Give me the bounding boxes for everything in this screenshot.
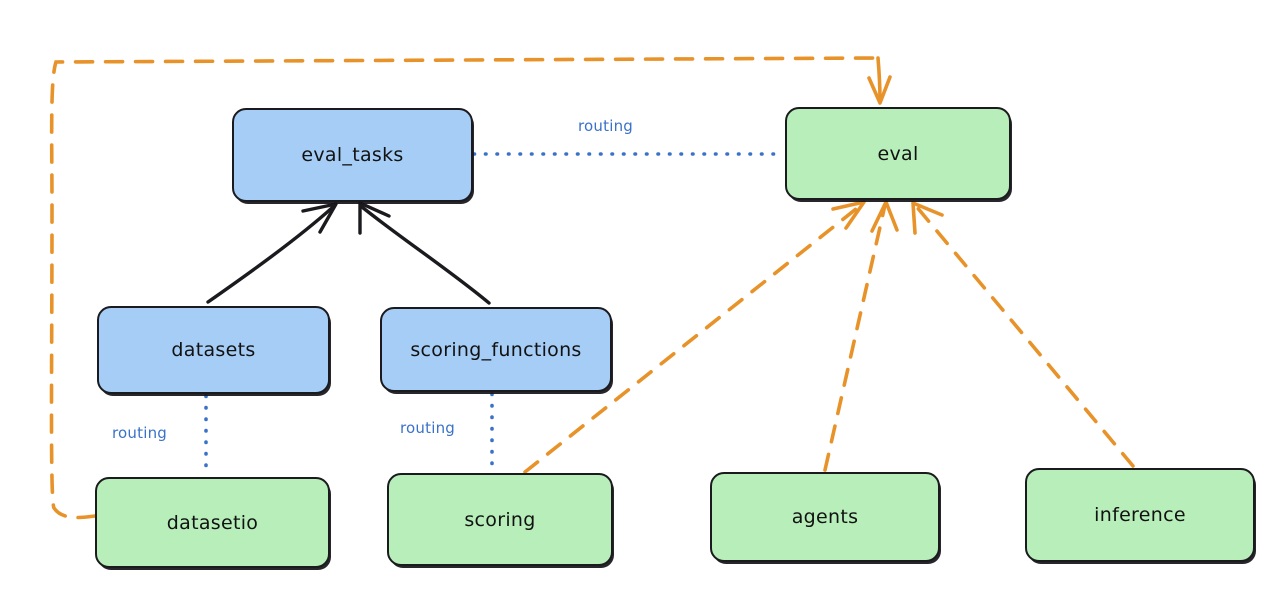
edge-datasetio-to-eval xyxy=(49,56,892,520)
node-eval-tasks[interactable]: eval_tasks xyxy=(232,108,473,202)
node-label-eval-tasks: eval_tasks xyxy=(301,144,404,166)
edge-inference-to-eval xyxy=(911,201,1135,468)
edge-label-routing-scoring-functions-scoring: routing xyxy=(400,419,455,437)
edge-agents-to-eval xyxy=(823,200,899,472)
edge-label-routing-datasets-datasetio: routing xyxy=(112,424,167,442)
edge-label-routing-eval-tasks-eval: routing xyxy=(578,117,633,135)
node-label-datasetio: datasetio xyxy=(166,511,259,534)
edge-scoring_functions-to-eval_tasks xyxy=(358,201,491,305)
edge-scoring-to-eval xyxy=(523,200,866,474)
node-label-eval: eval xyxy=(877,142,919,165)
node-label-scoring: scoring xyxy=(464,508,536,531)
node-scoring-functions[interactable]: scoring_functions xyxy=(380,307,612,392)
node-label-datasets: datasets xyxy=(171,339,256,361)
edge-datasets-to-eval_tasks xyxy=(206,202,338,304)
node-label-agents: agents xyxy=(791,506,859,528)
node-datasets[interactable]: datasets xyxy=(97,306,330,394)
node-datasetio[interactable]: datasetio xyxy=(95,477,330,568)
node-label-scoring-functions: scoring_functions xyxy=(410,338,582,361)
node-label-inference: inference xyxy=(1094,504,1186,526)
node-agents[interactable]: agents xyxy=(710,472,940,562)
node-scoring[interactable]: scoring xyxy=(387,473,613,566)
node-eval[interactable]: eval xyxy=(785,107,1011,200)
node-inference[interactable]: inference xyxy=(1025,468,1255,562)
